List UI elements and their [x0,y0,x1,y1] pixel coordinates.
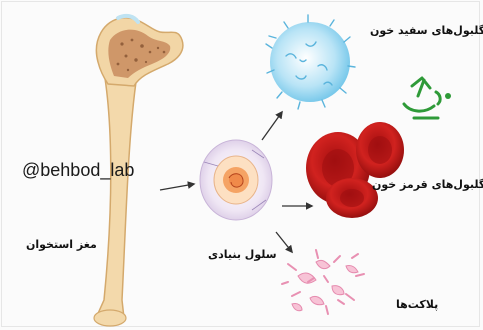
label-red-blood-cells: گلبول‌های قرمز خون [372,178,483,191]
white-blood-cell-illustration [266,15,355,109]
watermark-text: @behbod_lab [22,160,134,181]
microscope-logo-icon [404,78,451,118]
stem-cell-illustration [200,140,272,220]
platelets-illustration [282,250,364,314]
label-bone-marrow: مغز استخوان [26,238,97,251]
label-white-blood-cells: گلبول‌های سفید خون [370,24,483,37]
label-platelets: پلاکت‌ها [396,298,438,311]
label-stem-cell: سلول بنیادی [208,248,277,261]
red-blood-cells-illustration [306,122,404,218]
